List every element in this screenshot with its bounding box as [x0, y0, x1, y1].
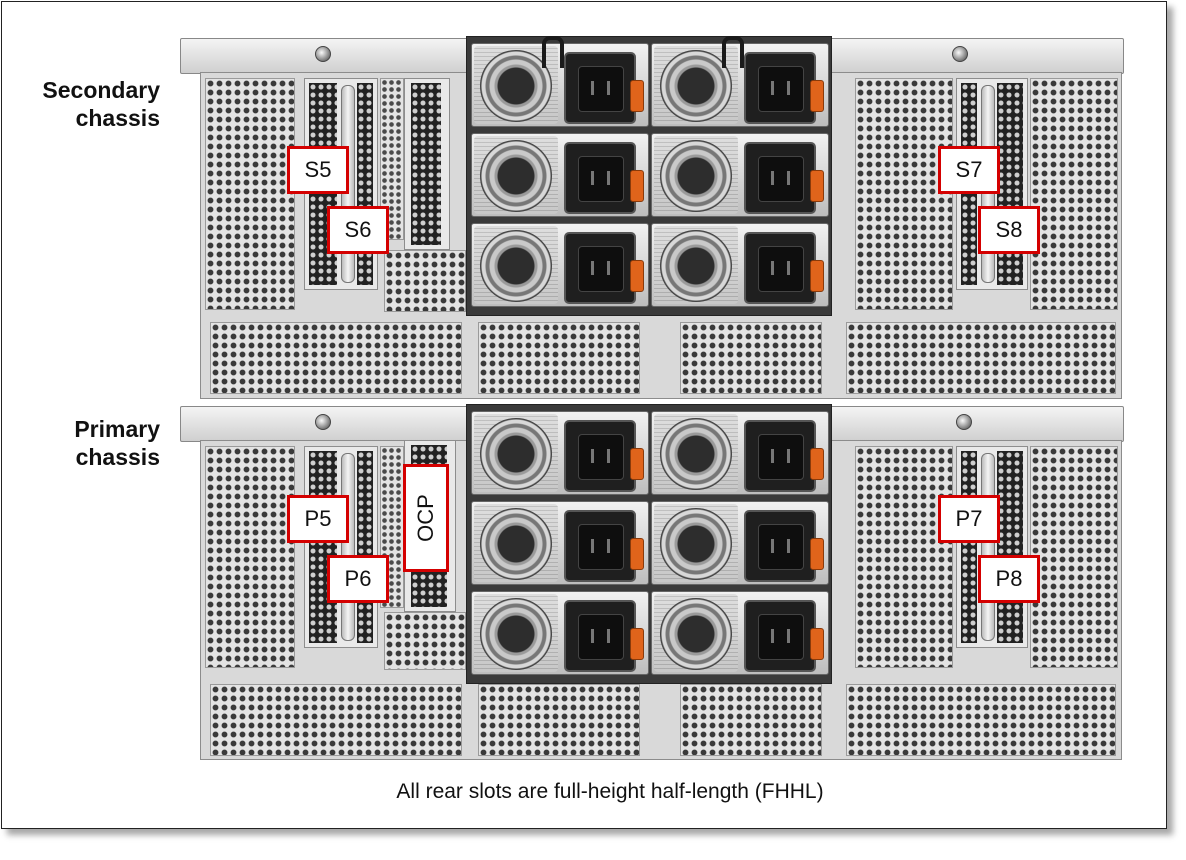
vent-grille	[855, 78, 953, 310]
power-socket-icon	[744, 420, 816, 492]
power-socket-icon	[564, 510, 636, 582]
vent-grille	[855, 446, 953, 668]
power-supply	[651, 501, 829, 585]
thumbscrew	[315, 414, 331, 430]
power-socket-icon	[744, 142, 816, 214]
power-supply	[471, 223, 649, 307]
slot-label-s5: S5	[287, 146, 349, 194]
power-socket-icon	[564, 232, 636, 304]
fan-icon	[660, 508, 732, 580]
slot-label-p8: P8	[978, 555, 1040, 603]
secondary-chassis-label: Secondary chassis	[42, 77, 160, 131]
vent-grille	[210, 684, 462, 756]
power-supply	[471, 501, 649, 585]
vent-grille	[1030, 446, 1118, 668]
vent-grille	[1030, 78, 1118, 310]
vent-grille	[680, 684, 822, 756]
power-socket-icon	[564, 52, 636, 124]
fan-icon	[480, 508, 552, 580]
power-supply	[651, 36, 829, 127]
slot-label-p5: P5	[287, 495, 349, 543]
vent-grille	[384, 612, 466, 670]
slot-label-s6: S6	[327, 206, 389, 254]
fan-icon	[480, 230, 552, 302]
fan-icon	[660, 140, 732, 212]
vent-grille	[680, 322, 822, 394]
vent-grille	[846, 322, 1116, 394]
power-supply	[471, 36, 649, 127]
slot-label-s8: S8	[978, 206, 1040, 254]
power-socket-icon	[744, 232, 816, 304]
power-supply	[471, 133, 649, 217]
fan-icon	[480, 418, 552, 490]
vent-grille	[205, 78, 295, 310]
power-socket-icon	[564, 142, 636, 214]
ocp-slot-cover	[404, 78, 450, 250]
fan-icon	[660, 418, 732, 490]
power-socket-icon	[744, 510, 816, 582]
fan-icon	[660, 230, 732, 302]
fan-icon	[480, 50, 552, 122]
power-supply	[471, 591, 649, 675]
slot-label-p6: P6	[327, 555, 389, 603]
fan-icon	[480, 140, 552, 212]
slot-label-s7: S7	[938, 146, 1000, 194]
thumbscrew	[956, 414, 972, 430]
fan-icon	[660, 50, 732, 122]
vent-grille	[846, 684, 1116, 756]
vent-grille	[210, 322, 462, 394]
power-supply	[471, 411, 649, 495]
power-socket-icon	[564, 420, 636, 492]
power-socket-icon	[564, 600, 636, 672]
primary-chassis-label: Primary chassis	[74, 416, 160, 470]
power-supply	[651, 223, 829, 307]
thumbscrew	[952, 46, 968, 62]
psu-bay	[466, 36, 832, 316]
thumbscrew	[315, 46, 331, 62]
vent-grille	[205, 446, 295, 668]
slot-label-ocp: OCP	[403, 464, 449, 572]
figure-caption: All rear slots are full-height half-leng…	[396, 780, 824, 803]
power-supply	[651, 133, 829, 217]
vent-grille	[380, 446, 404, 608]
vent-grille	[478, 684, 640, 756]
slot-label-p7: P7	[938, 495, 1000, 543]
power-supply	[651, 411, 829, 495]
fan-icon	[660, 598, 732, 670]
rail-right	[828, 38, 1124, 74]
vent-grille	[384, 250, 466, 312]
fan-icon	[480, 598, 552, 670]
power-supply	[651, 591, 829, 675]
psu-bay	[466, 404, 832, 684]
rail-right	[828, 406, 1124, 442]
power-socket-icon	[744, 600, 816, 672]
pcie-slot-bracket	[304, 446, 378, 648]
pcie-slot-bracket	[956, 446, 1028, 648]
vent-grille	[478, 322, 640, 394]
power-socket-icon	[744, 52, 816, 124]
